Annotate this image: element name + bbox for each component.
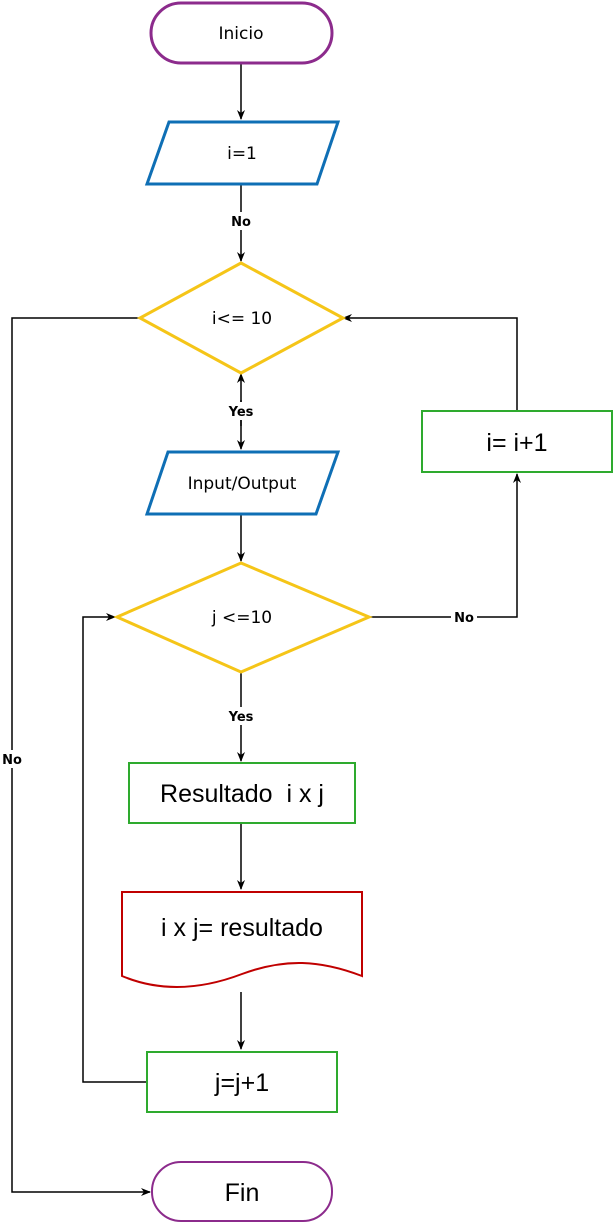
- io-label: Input/Output: [188, 474, 297, 494]
- edge-label-yes-cond-i: Yes: [228, 405, 254, 420]
- increment-i-label: i= i+1: [486, 429, 547, 457]
- document-shape: [121, 891, 363, 988]
- edge-cond-i-no-to-end: [11, 317, 151, 1196]
- edge-label-no-cond-j: No: [454, 611, 474, 626]
- edge-label-no-init: No: [231, 215, 251, 230]
- decision-j-shape: [113, 561, 373, 674]
- decision-j-label: j <=10: [211, 608, 272, 628]
- document-label: i x j= resultado: [161, 914, 323, 942]
- end-label: Fin: [225, 1179, 260, 1207]
- increment-j-shape: [146, 1051, 338, 1113]
- increment-j-label: j=j+1: [214, 1069, 269, 1097]
- result-process-shape: [128, 762, 356, 824]
- end-terminal: [151, 1161, 333, 1222]
- init-io-shape: [144, 120, 341, 186]
- start-terminal: [149, 1, 334, 65]
- increment-i-shape: [421, 410, 613, 473]
- decision-i-label: i<= 10: [212, 309, 272, 329]
- edge-label-yes-cond-j: Yes: [228, 710, 254, 725]
- start-label: Inicio: [219, 24, 264, 44]
- edge-increment-i-to-cond-i: [342, 314, 518, 410]
- io-shape: [144, 450, 341, 516]
- result-process-label: Resultado i x j: [160, 780, 324, 808]
- edge-increment-j-loop: [82, 613, 147, 1083]
- decision-i-shape: [136, 261, 347, 375]
- init-i-label: i=1: [227, 144, 257, 164]
- edge-label-no-cond-i: No: [2, 753, 22, 768]
- edge-cond-j-no-to-increment-i: [369, 473, 521, 618]
